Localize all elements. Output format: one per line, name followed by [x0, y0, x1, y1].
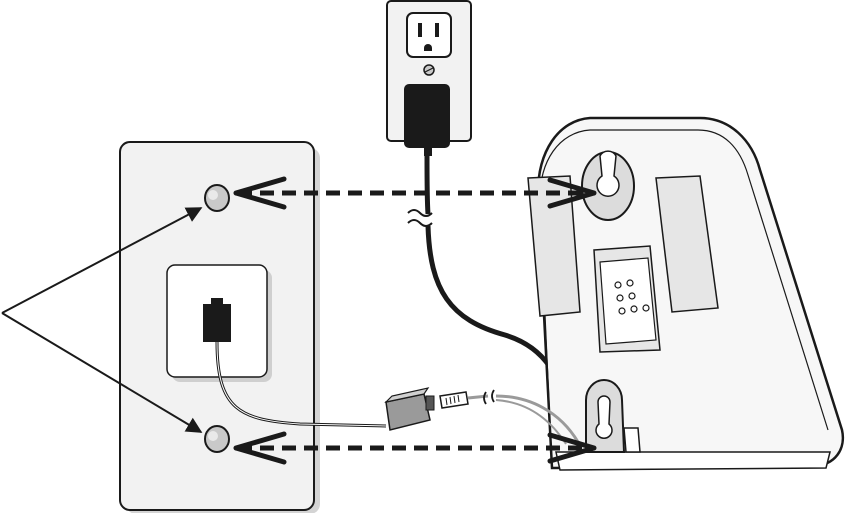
- base-foot: [556, 452, 830, 470]
- mounting-screw-icon: [205, 185, 229, 211]
- jack-plug: [203, 298, 231, 342]
- keyhole-slot-icon: [582, 151, 634, 220]
- outlet-slot-right: [435, 23, 439, 37]
- mounting-screw-icon: [205, 426, 229, 452]
- telephone-base-icon: [528, 118, 843, 470]
- dsl-filter-icon: [386, 388, 434, 430]
- outlet-slot-left: [418, 23, 422, 37]
- adapter-body: [404, 84, 450, 148]
- power-adapter-icon: [404, 84, 450, 156]
